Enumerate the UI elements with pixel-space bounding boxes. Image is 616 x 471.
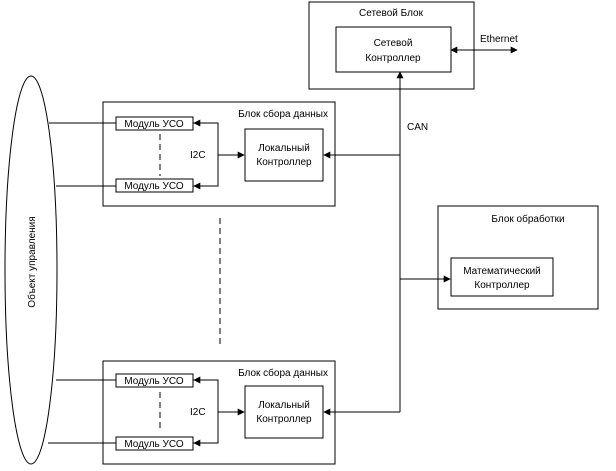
i2c-label-top: I2C	[190, 150, 206, 161]
can-label: CAN	[407, 122, 428, 133]
network-block-title: Сетевой Блок	[359, 8, 424, 19]
ethernet-label: Ethernet	[480, 34, 518, 45]
io-module-top-1-label: Модуль УСО	[124, 119, 184, 130]
network-controller-box	[335, 26, 452, 73]
local-controller-bottom-line2: Контроллер	[256, 414, 312, 425]
math-controller-label-line1: Математический	[463, 266, 541, 277]
data-block-bottom-title: Блок сбора данных	[238, 367, 328, 379]
local-controller-top-line2: Контроллер	[256, 157, 312, 168]
io-module-bottom-1-label: Модуль УСО	[124, 376, 184, 387]
local-controller-bottom-line1: Локальный	[258, 400, 310, 411]
network-controller-label-line2: Контроллер	[365, 53, 421, 64]
control-object: Объект управления	[4, 75, 58, 465]
local-controller-top-line1: Локальный	[258, 143, 310, 154]
local-controller-bottom	[244, 385, 324, 439]
data-block-top-title: Блок сбора данных	[238, 108, 328, 120]
io-module-bottom-2-label: Модуль УСО	[124, 439, 184, 450]
io-module-top-2-label: Модуль УСО	[124, 181, 184, 192]
processing-block: Блок обработки Математический Контроллер	[400, 205, 599, 310]
processing-block-title: Блок обработки	[491, 213, 564, 225]
data-block-top: Блок сбора данных Модуль УСО Модуль УСО …	[49, 101, 400, 207]
math-controller-box	[450, 257, 554, 297]
math-controller-label-line2: Контроллер	[474, 280, 530, 291]
i2c-label-bottom: I2C	[190, 407, 206, 418]
data-block-bottom: Блок сбора данных Модуль УСО Модуль УСО …	[48, 360, 400, 465]
network-controller-label-line1: Сетевой	[374, 38, 413, 49]
control-object-ellipse	[4, 75, 58, 465]
network-block: Сетевой Блок Сетевой Контроллер	[308, 1, 475, 90]
local-controller-top	[244, 128, 324, 182]
control-object-label: Объект управления	[26, 216, 38, 307]
